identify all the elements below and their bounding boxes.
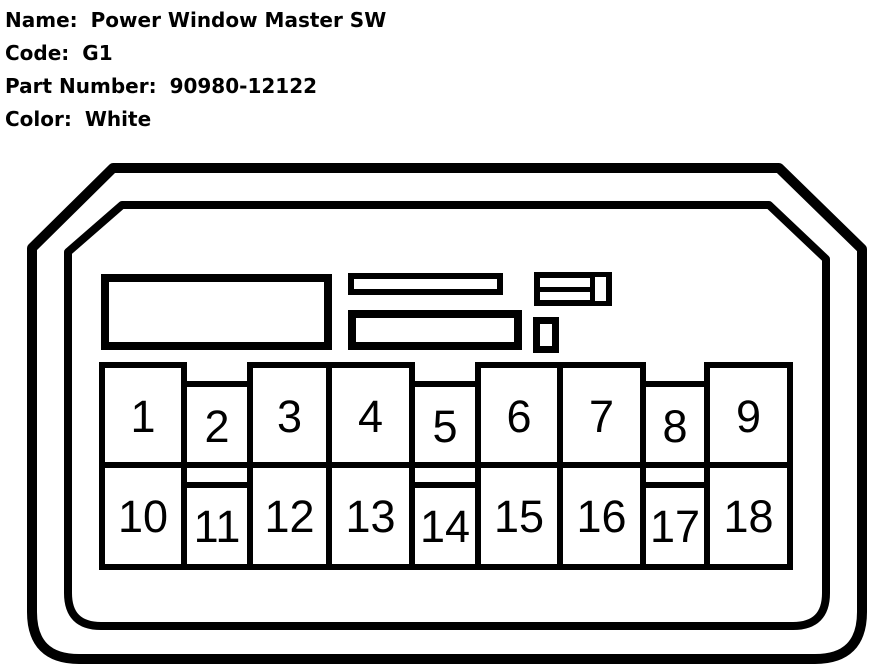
info-row-code: Code: G1 [5,37,386,70]
pin-number-8: 8 [662,400,688,452]
name-value: Power Window Master SW [90,8,387,32]
connector-inner-outline [64,201,830,630]
keying-slot-thin [348,273,503,295]
pin-number-5: 5 [432,400,458,452]
pin-cell-5: 5 [409,381,481,471]
info-row-name: Name: Power Window Master SW [5,4,386,37]
part-number-label: Part Number: [5,74,157,98]
pin-number-7: 7 [588,391,615,442]
latch-slot-bottom [540,292,590,300]
code-value: G1 [82,41,113,65]
pin-notch-line [414,482,476,488]
pin-cell-12: 12 [247,462,332,570]
pin-cell-13: 13 [326,462,415,570]
pin-number-9: 9 [735,391,762,442]
pin-number-17: 17 [649,500,701,552]
pin-cell-6: 6 [475,362,563,471]
pin-cell-9: 9 [704,362,793,471]
pin-number-2: 2 [204,400,230,452]
pin-number-6: 6 [506,391,532,442]
info-row-part-number: Part Number: 90980-12122 [5,70,386,103]
pin-number-12: 12 [264,490,315,542]
latch-slot-top [540,278,590,287]
pin-number-14: 14 [419,500,471,552]
connector-info: Name: Power Window Master SW Code: G1 Part… [5,4,386,136]
pin-number-16: 16 [576,490,627,542]
pin-cell-1: 1 [99,362,187,471]
keying-slot-small [533,317,559,353]
pin-notch-line [186,482,248,488]
pin-cell-17: 17 [640,462,710,570]
pin-cell-2: 2 [181,381,253,471]
pin-cell-15: 15 [475,462,563,570]
keying-slot-medium [348,310,522,350]
pin-number-13: 13 [345,490,396,542]
keying-latch-block [534,272,612,306]
pin-number-4: 4 [357,391,384,442]
pin-cell-3: 3 [247,362,332,471]
pin-number-11: 11 [193,500,241,552]
pin-number-18: 18 [723,490,774,542]
latch-slot-vertical [595,277,606,301]
pin-cell-18: 18 [704,462,793,570]
color-label: Color: [5,107,72,131]
info-row-color: Color: White [5,103,386,136]
pin-number-1: 1 [130,391,156,442]
pin-cell-4: 4 [326,362,415,471]
pin-cell-7: 7 [557,362,646,471]
pin-cell-11: 11 [181,462,253,570]
pin-number-3: 3 [276,391,303,442]
color-value: White [84,107,152,131]
pin-notch-line [645,482,705,488]
keying-slot-large [101,274,332,350]
part-number-value: 90980-12122 [169,74,318,98]
pin-cell-16: 16 [557,462,646,570]
pin-cell-14: 14 [409,462,481,570]
pin-number-10: 10 [117,490,169,542]
pin-cell-10: 10 [99,462,187,570]
name-label: Name: [5,8,78,32]
pin-cell-8: 8 [640,381,710,471]
pin-number-15: 15 [493,490,545,542]
code-label: Code: [5,41,70,65]
connector-outer-outline [27,163,867,664]
